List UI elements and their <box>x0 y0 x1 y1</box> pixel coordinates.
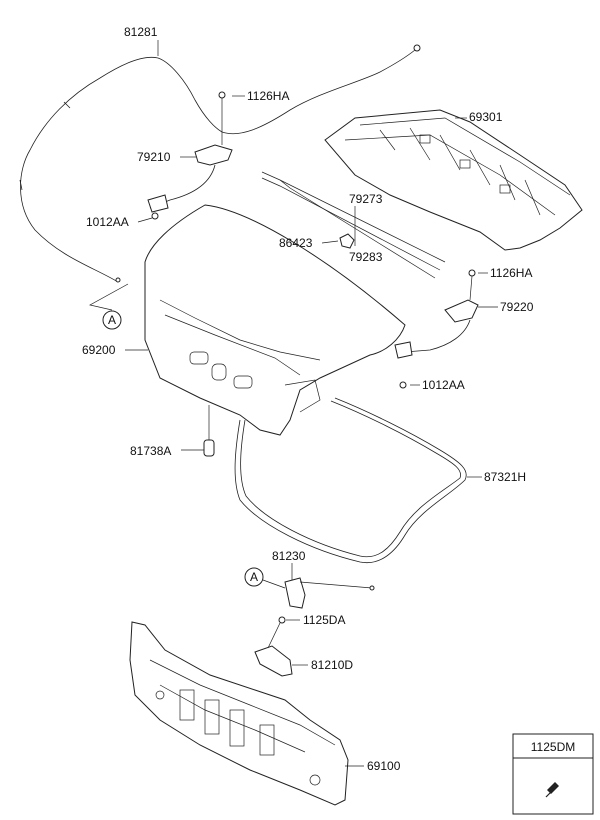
leader-lines <box>89 40 498 767</box>
label-1012AA-right: 1012AA <box>422 378 465 392</box>
label-1126HA-top: 1126HA <box>247 89 289 103</box>
label-1126HA-right: 1126HA <box>490 266 532 280</box>
trunk-hinge-left <box>147 91 233 220</box>
bumper-81738A <box>203 405 215 457</box>
label-69100: 69100 <box>367 759 401 773</box>
label-69200: 69200 <box>82 343 116 357</box>
label-81281: 81281 <box>124 25 158 39</box>
label-81230: 81230 <box>272 549 306 563</box>
label-79283: 79283 <box>349 250 383 264</box>
label-1012AA-left: 1012AA <box>86 215 129 229</box>
screw-icon <box>545 782 559 798</box>
callout-a-top: A <box>102 310 122 330</box>
label-81210D: 81210D <box>311 658 353 672</box>
trunk-latch <box>284 577 375 609</box>
fastener-legend-box: 1125DM <box>512 733 594 815</box>
callout-a-bottom-label: A <box>250 570 258 584</box>
label-86423: 86423 <box>279 236 313 250</box>
torsion-bars <box>261 171 446 279</box>
label-79273: 79273 <box>349 192 383 206</box>
label-69301: 69301 <box>469 110 503 124</box>
trunk-hinge-right <box>394 269 479 389</box>
label-79220: 79220 <box>500 300 534 314</box>
label-79210: 79210 <box>137 150 171 164</box>
back-panel <box>129 621 349 806</box>
trunk-release-cable <box>19 44 421 283</box>
weatherstrip <box>234 397 467 564</box>
label-87321H: 87321H <box>484 470 526 484</box>
label-81738A: 81738A <box>130 444 171 458</box>
callout-a-bottom: A <box>244 567 286 589</box>
legend-part-number: 1125DM <box>531 740 575 754</box>
package-tray-panel <box>324 109 583 251</box>
trunk-striker <box>254 616 293 677</box>
clip-86423 <box>339 233 355 249</box>
callout-a-top-label: A <box>108 313 116 327</box>
trunk-lid <box>144 204 406 436</box>
label-1125DA: 1125DA <box>303 613 345 627</box>
